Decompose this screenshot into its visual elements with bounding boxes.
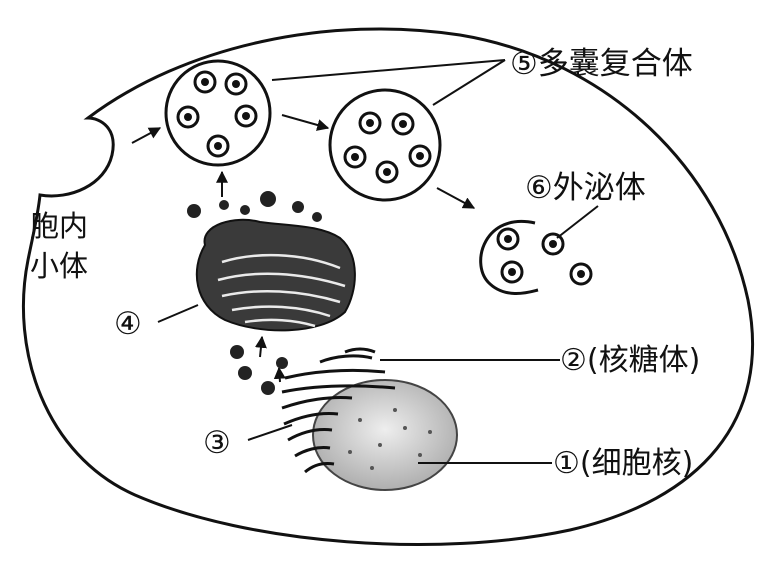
intraluminal-vesicle [193, 70, 217, 94]
flow-arrows [131, 114, 476, 383]
label-mvb: ⑤多囊复合体 [510, 46, 693, 82]
label-endosome-line2: 小体 [30, 249, 88, 283]
label-golgi: ④ [114, 306, 142, 342]
arrow-er-to-golgi-1 [254, 335, 267, 358]
intraluminal-vesicle [408, 144, 432, 168]
rough-er [281, 347, 396, 474]
intraluminal-vesicle [206, 134, 230, 158]
intraluminal-vesicle [391, 112, 415, 136]
arrow-er-to-golgi-2 [273, 366, 286, 383]
intraluminal-vesicle [234, 104, 258, 128]
label-er: ③ [203, 425, 231, 461]
label-exosome: ⑥外泌体 [525, 170, 646, 206]
golgi-apparatus [195, 218, 356, 332]
label-ribosome: ②(核糖体) [560, 343, 700, 378]
intraluminal-vesicle [358, 111, 382, 135]
exosome-vesicle [496, 227, 520, 251]
arrow-endosome-to-mvb [131, 127, 162, 144]
cell-membrane [21, 27, 754, 546]
arrow-mvb-to-mvb [281, 114, 330, 131]
exosome-vesicle [541, 232, 565, 256]
intraluminal-vesicle [375, 160, 399, 184]
arrow-mvb-to-membrane [436, 187, 476, 209]
intraluminal-vesicle [176, 105, 200, 129]
intraluminal-vesicle [224, 72, 248, 96]
label-nucleus: ①(细胞核) [553, 446, 693, 481]
label-endosome-line1: 胞内 [30, 209, 88, 243]
mvb-upper-left [164, 59, 272, 167]
leader-lines [157, 59, 599, 464]
mvb-upper-right [328, 88, 442, 202]
intraluminal-vesicle [343, 145, 367, 169]
exosome-vesicle [569, 262, 593, 286]
exosome-vesicle [500, 260, 524, 284]
transport-vesicles [187, 191, 322, 395]
mvb-fusing-with-membrane [479, 219, 593, 295]
